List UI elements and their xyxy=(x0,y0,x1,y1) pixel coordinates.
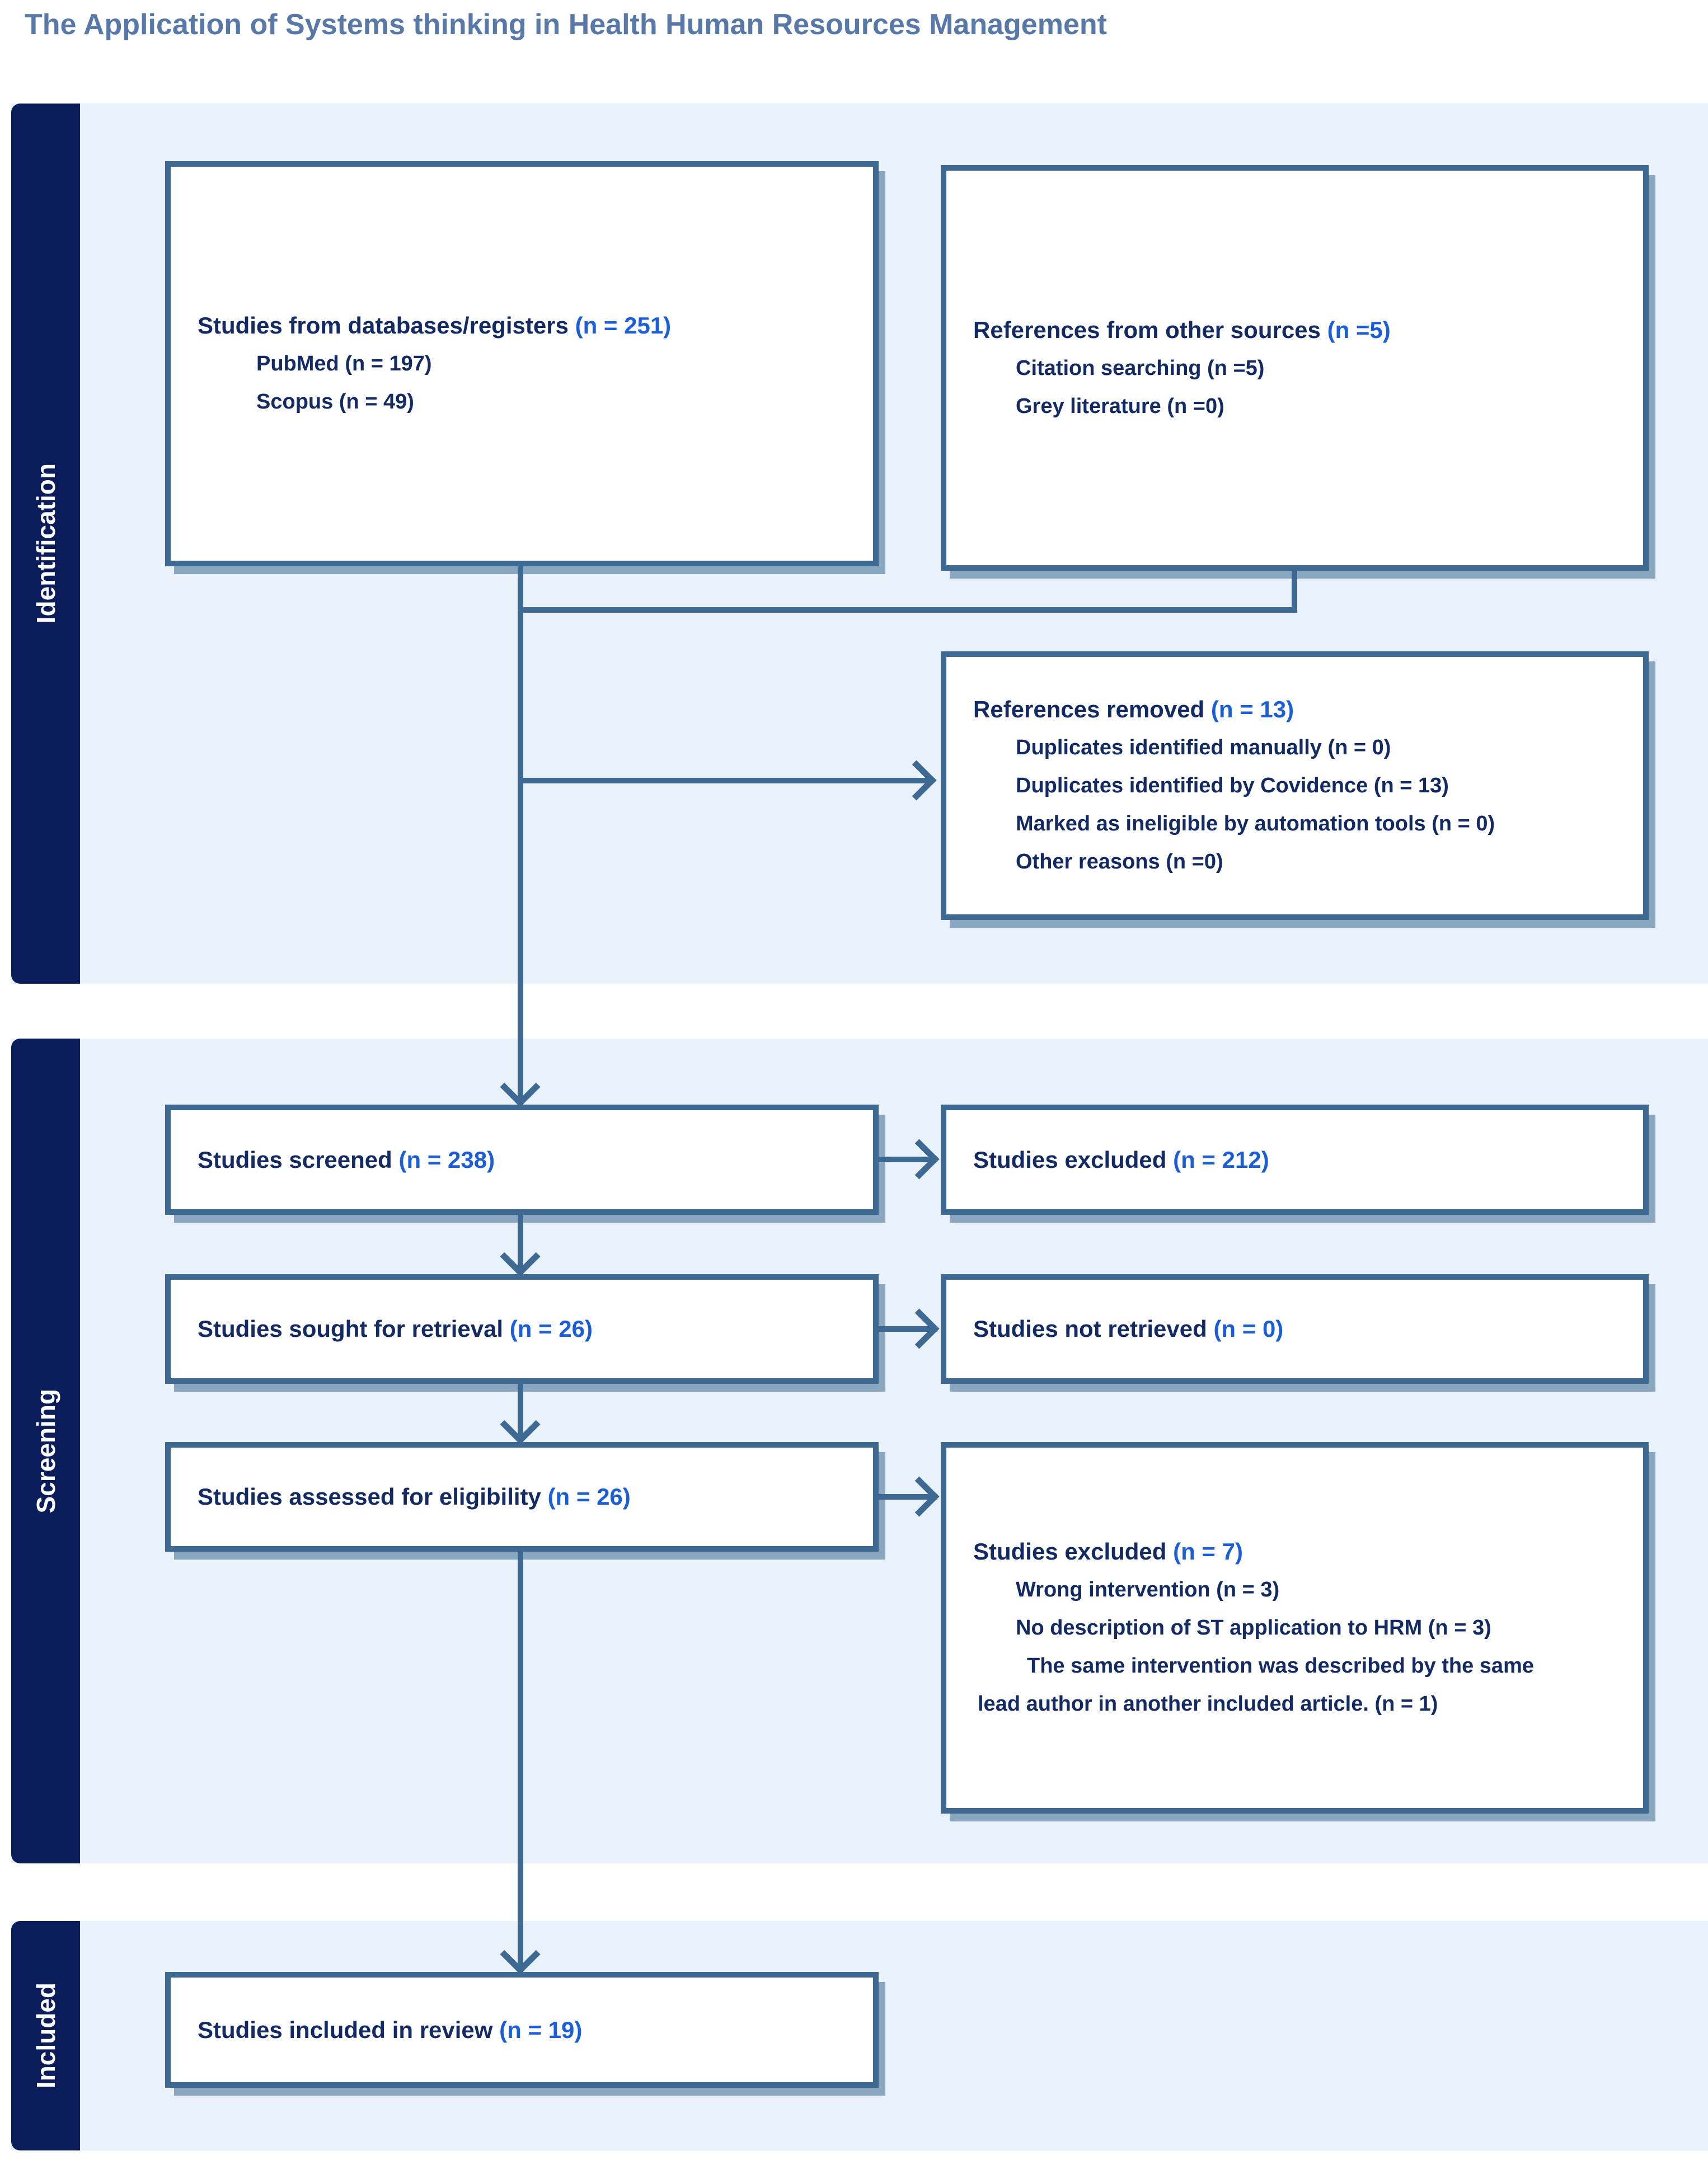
page-title: The Application of Systems thinking in H… xyxy=(25,8,1107,41)
rail-screening: Screening xyxy=(11,1039,80,1863)
connector-from-other-sources xyxy=(1292,571,1297,613)
box-main-line: Studies excluded (n = 212) xyxy=(973,1146,1269,1173)
count-value: (n = 26) xyxy=(509,1316,593,1342)
box-sub-line: Duplicates identified by Covidence (n = … xyxy=(1016,774,1449,797)
box-main-line: References removed (n = 13) xyxy=(973,696,1294,722)
box-sub-line: PubMed (n = 197) xyxy=(256,352,432,375)
count-value: (n =5) xyxy=(1327,316,1391,343)
count-value: (n = 251) xyxy=(575,312,672,339)
count-value: (n = 26) xyxy=(547,1483,631,1510)
box-studies-not-retrieved: Studies not retrieved (n = 0) xyxy=(941,1274,1649,1384)
box-main-line: References from other sources (n =5) xyxy=(973,316,1391,343)
connector-assessed-to-included xyxy=(518,1552,523,1974)
connector-assessed-to-excluded xyxy=(879,1494,937,1500)
connector-screened-to-excluded xyxy=(879,1157,937,1162)
box-studies-excluded-screening: Studies excluded (n = 212) xyxy=(941,1105,1649,1215)
box-sub-line: Scopus (n = 49) xyxy=(256,390,414,414)
connector-branch-references-removed xyxy=(518,778,932,783)
box-studies-included-in-review: Studies included in review (n = 19) xyxy=(165,1972,879,2088)
box-main-line: Studies screened (n = 238) xyxy=(198,1146,495,1173)
count-value: (n = 7) xyxy=(1173,1538,1243,1565)
connector-main-vertical xyxy=(518,566,523,1107)
count-value: (n = 0) xyxy=(1213,1316,1284,1342)
box-studies-from-databases: Studies from databases/registers (n = 25… xyxy=(165,161,879,566)
box-references-other-sources: References from other sources (n =5) Cit… xyxy=(941,165,1649,571)
box-main-line: Studies not retrieved (n = 0) xyxy=(973,1316,1284,1342)
box-sub-line: Marked as ineligible by automation tools… xyxy=(1016,812,1495,835)
box-sub-line: Other reasons (n =0) xyxy=(1016,850,1223,873)
box-sub-line: lead author in another included article.… xyxy=(978,1692,1438,1716)
box-sub-line: The same intervention was described by t… xyxy=(1027,1654,1534,1678)
box-sub-line: Citation searching (n =5) xyxy=(1016,356,1265,380)
connector-sought-to-not-retrieved xyxy=(879,1326,937,1332)
box-main-line: Studies assessed for eligibility (n = 26… xyxy=(198,1483,631,1510)
rail-label-included: Included xyxy=(31,1983,60,2089)
connector-screened-to-sought xyxy=(518,1215,523,1276)
rail-identification: Identification xyxy=(11,104,80,984)
box-studies-sought-for-retrieval: Studies sought for retrieval (n = 26) xyxy=(165,1274,879,1384)
rail-label-screening: Screening xyxy=(31,1388,60,1514)
box-sub-line: Duplicates identified manually (n = 0) xyxy=(1016,736,1391,759)
rail-included: Included xyxy=(11,1921,80,2150)
box-sub-line: Wrong intervention (n = 3) xyxy=(1016,1578,1280,1602)
box-sub-line: Grey literature (n =0) xyxy=(1016,394,1224,418)
count-value: (n = 13) xyxy=(1210,696,1294,722)
box-references-removed: References removed (n = 13) Duplicates i… xyxy=(941,651,1649,920)
box-studies-excluded-eligibility: Studies excluded (n = 7) Wrong intervent… xyxy=(941,1442,1649,1814)
connector-sought-to-assessed xyxy=(518,1384,523,1444)
box-studies-screened: Studies screened (n = 238) xyxy=(165,1105,879,1215)
box-sub-line: No description of ST application to HRM … xyxy=(1016,1616,1491,1640)
box-main-line: Studies from databases/registers (n = 25… xyxy=(198,312,672,339)
rail-label-identification: Identification xyxy=(31,463,60,624)
count-value: (n = 238) xyxy=(398,1146,495,1173)
box-main-line: Studies sought for retrieval (n = 26) xyxy=(198,1316,593,1342)
box-main-line: Studies included in review (n = 19) xyxy=(198,2016,583,2043)
connector-merge-horizontal xyxy=(518,607,1297,613)
box-studies-assessed-for-eligibility: Studies assessed for eligibility (n = 26… xyxy=(165,1442,879,1552)
box-main-line: Studies excluded (n = 7) xyxy=(973,1538,1243,1565)
count-value: (n = 19) xyxy=(499,2016,583,2043)
count-value: (n = 212) xyxy=(1173,1146,1269,1173)
